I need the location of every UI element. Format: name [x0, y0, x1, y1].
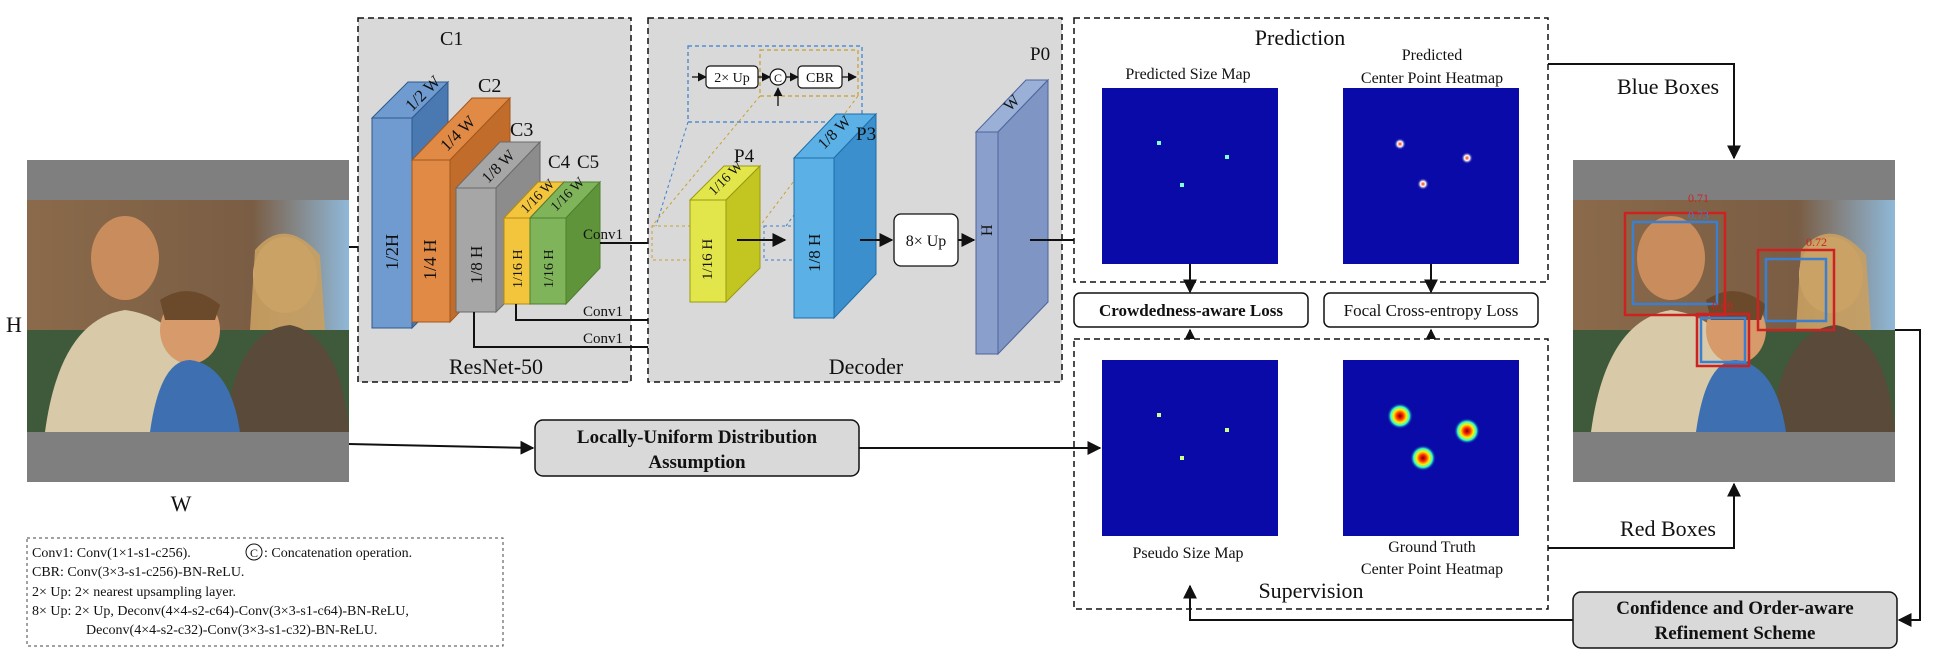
c4-name: C4	[548, 152, 571, 173]
block-p0	[974, 78, 1050, 356]
legend-line4: 8× Up: 2× Up, Deconv(4×4-s2-c64)-Conv(3×…	[32, 604, 409, 619]
score-label-2: 0.73	[1688, 208, 1709, 222]
score-label-1: 0.71	[1688, 191, 1709, 205]
input-w-label: W	[171, 491, 192, 516]
crowd-loss-label: Crowdedness-aware Loss	[1099, 301, 1283, 320]
block-p4	[688, 164, 762, 304]
inset-box-blue	[687, 45, 863, 123]
p0-face-label: H	[979, 224, 996, 236]
p3-name: P3	[856, 124, 876, 145]
decoder-title: Decoder	[829, 354, 904, 379]
arrow-input-to-luda	[348, 440, 535, 455]
refine-line2: Refinement Scheme	[1655, 623, 1816, 644]
supervision-title: Supervision	[1258, 578, 1363, 603]
pred-heatmap-label-2: Center Point Heatmap	[1361, 70, 1503, 87]
c2-name: C2	[478, 75, 501, 97]
red-boxes-label: Red Boxes	[1620, 516, 1716, 541]
pred-heatmap	[1343, 88, 1519, 264]
up8-label: 8× Up	[906, 233, 947, 250]
c3-name: C3	[510, 119, 533, 141]
inset-concat-label: C	[774, 71, 782, 85]
score-label-3: 0.72	[1806, 235, 1827, 249]
c1-name: C1	[440, 28, 463, 50]
p4-name: P4	[734, 146, 755, 167]
focal-loss-box	[1323, 292, 1539, 328]
blue-boxes-label: Blue Boxes	[1617, 74, 1719, 99]
pred-size-map-label: Predicted Size Map	[1125, 66, 1250, 83]
luda-line2: Assumption	[648, 452, 746, 473]
legend-line3: 2× Up: 2× nearest upsampling layer.	[32, 585, 236, 600]
score-label-4: 0.69	[1712, 299, 1733, 313]
pseudo-size-map-label: Pseudo Size Map	[1132, 545, 1243, 562]
arrow-supervision-to-output	[1548, 482, 1741, 549]
block-c5	[528, 180, 602, 306]
legend-concat-icon	[245, 543, 263, 561]
c3-face-label: 1/8 H	[467, 246, 486, 284]
legend-box	[26, 537, 504, 647]
pred-size-map	[1102, 88, 1278, 264]
arrow-prediction-to-output	[1548, 63, 1741, 160]
p3-face-label: 1/8 H	[805, 234, 824, 272]
c5-face-label: 1/16 H	[542, 250, 557, 289]
c1-face-label: 1/2H	[382, 234, 402, 270]
output-image	[1573, 160, 1895, 482]
gt-heatmap-label-2: Center Point Heatmap	[1361, 561, 1503, 578]
c2-face-label: 1/4 H	[420, 239, 440, 280]
arrow-output-to-refine	[1895, 329, 1921, 627]
gt-heatmap-label-1: Ground Truth	[1388, 539, 1476, 556]
prediction-title: Prediction	[1255, 25, 1345, 50]
pseudo-size-map	[1102, 360, 1278, 536]
c4-face-label: 1/16 H	[511, 250, 526, 289]
crowd-loss-box	[1073, 292, 1309, 328]
conv1-label-bottom: Conv1	[583, 331, 623, 347]
p4-face-label: 1/16 H	[700, 239, 716, 280]
legend-concat-symbol: C	[250, 546, 258, 560]
refine-line1: Confidence and Order-aware	[1616, 598, 1853, 619]
pred-heatmap-label-1: Predicted	[1402, 47, 1462, 64]
input-image	[27, 160, 349, 482]
c5-name: C5	[577, 152, 599, 173]
focal-loss-label: Focal Cross-entropy Loss	[1344, 301, 1519, 320]
luda-line1: Locally-Uniform Distribution	[577, 427, 818, 448]
backbone-title: ResNet-50	[449, 354, 543, 379]
legend-line2: CBR: Conv(3×3-s1-c256)-BN-ReLU.	[32, 565, 244, 580]
inset-up2-label: 2× Up	[714, 71, 750, 86]
legend-line1a: Conv1: Conv(1×1-s1-c256).	[32, 546, 191, 561]
arrow-refine-to-supervision	[1183, 584, 1573, 621]
conv1-label-top: Conv1	[583, 227, 623, 243]
inset-cbr-label: CBR	[806, 71, 835, 86]
block-p3	[792, 112, 878, 320]
input-h-label: H	[6, 312, 22, 337]
inset-box-orange	[759, 49, 859, 97]
gt-heatmap	[1343, 360, 1519, 536]
legend-line5: Deconv(4×4-s2-c32)-Conv(3×3-s1-c32)-BN-R…	[86, 623, 377, 638]
conv1-label-mid: Conv1	[583, 304, 623, 320]
p0-name: P0	[1030, 44, 1050, 65]
legend-line1b: : Concatenation operation.	[264, 546, 412, 561]
